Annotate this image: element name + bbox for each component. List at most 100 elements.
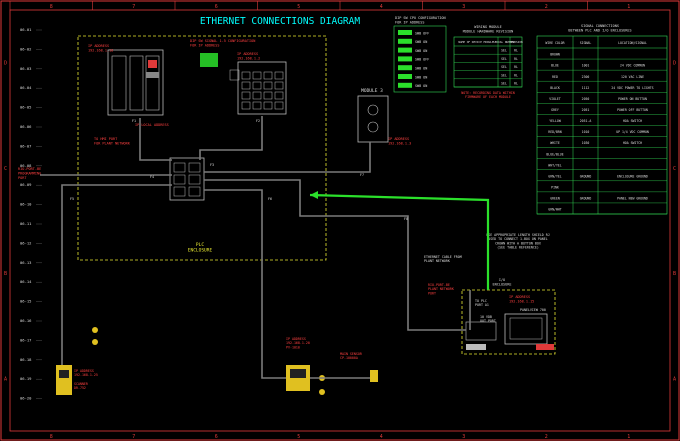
wiring-table-header: NAME OF DEVICE MODULE: [458, 40, 494, 44]
wiring-table-header: SERIAL NUMBER: [493, 40, 515, 44]
signal-table-cell: GROUND: [580, 197, 592, 201]
line-number: 06-15: [20, 299, 31, 304]
frame-col-bottom: 1: [627, 434, 630, 440]
switch-port: [252, 81, 262, 90]
frame-col-top: 5: [297, 4, 300, 10]
panelview-hmi: [504, 313, 548, 345]
wiring-table-frame: [453, 36, 523, 88]
line-number: 06-05: [20, 105, 31, 110]
frame-col-bottom: 6: [215, 434, 218, 440]
frame-col-bottom: 2: [545, 434, 548, 440]
signal-table-cell: GREY: [551, 108, 559, 112]
switch-port: [252, 71, 262, 80]
module-3-port-bottom: [367, 121, 379, 133]
switch-port: [241, 71, 251, 80]
line-number: 06-14: [20, 279, 32, 284]
scanner-body: [56, 365, 72, 395]
signal-table-cell: 1010: [582, 130, 590, 134]
frame-row-left: D: [4, 61, 7, 67]
frame-col-bottom: 5: [297, 434, 300, 440]
dip-switch-state: SWB ON: [415, 67, 427, 71]
patch-panel-ports: [173, 162, 201, 197]
signal-table-cell: RED/BRN: [548, 130, 562, 134]
signal-table-cell: POWER ON BUTTON: [618, 97, 647, 101]
patch-panel: [169, 157, 205, 201]
signal-table-cell: RED: [552, 75, 558, 79]
signal-table-cell: 2300: [582, 75, 590, 79]
signal-table-cell: BLUE/BLUE: [546, 152, 563, 156]
signal-table-cell: HOA SWITCH: [623, 119, 642, 123]
frame-row-right: A: [673, 376, 676, 382]
signal-table-cell: BLUE: [551, 64, 559, 68]
drive-connector-2: [319, 389, 325, 395]
line-number: 06-16: [20, 318, 32, 323]
cable-switch-to-patch: [199, 116, 263, 160]
switch-port: [274, 71, 284, 80]
dip-switch-state: SWB ON: [415, 40, 427, 44]
dip-switch-block: [200, 53, 218, 67]
signal-table-cell: HOA SWITCH: [623, 141, 642, 145]
signal-table-cell: 120 VAC LINE: [621, 75, 644, 79]
line-number: 06-17: [20, 337, 31, 342]
diagram-title: ETHERNET CONNECTIONS DIAGRAM: [200, 16, 360, 27]
frame-col-bottom: 7: [132, 434, 135, 440]
switch-port: [263, 81, 273, 90]
switch-port: [263, 101, 273, 110]
sensor-body: [370, 370, 378, 382]
scanner-connector-1: [92, 327, 98, 333]
ethernet-switch: [237, 61, 287, 115]
line-number: 06-02: [20, 46, 31, 51]
io-power-block: [536, 344, 554, 350]
scanner-window: [59, 370, 69, 378]
cable-plc-to-patch: [139, 118, 172, 161]
line-number: 06-06: [20, 124, 32, 129]
frame-col-top: 1: [627, 4, 630, 10]
green-cable-arrow: [310, 191, 318, 199]
line-number: 06-04: [20, 85, 32, 90]
cable-tag: F8: [404, 217, 408, 221]
module-3-body: [357, 95, 389, 143]
dip-switch-state: SWB OFF: [415, 58, 429, 62]
wiring-table-cell: RL: [514, 73, 518, 77]
line-number: 06-19: [20, 376, 32, 381]
dip-switch-state: SWB ON: [415, 49, 427, 53]
cable-tag: F5: [70, 197, 74, 201]
frame-row-right: B: [673, 271, 676, 277]
wiring-table-cell: SEL: [501, 82, 507, 86]
plc-module-2: [145, 55, 160, 111]
line-number-column: 06-0106-0206-0306-0406-0506-0606-0706-08…: [20, 27, 42, 401]
dip-switch-graphic: [398, 38, 412, 44]
panelview-screen: [509, 317, 543, 340]
signal-table-cell: WHITE: [550, 141, 560, 145]
frame-col-top: 6: [215, 4, 218, 10]
signal-table-cell: 1112: [582, 86, 590, 90]
line-number: 06-09: [20, 182, 32, 187]
signal-table-cell: POWER OFF BUTTON: [617, 108, 648, 112]
line-number: 06-11: [20, 221, 32, 226]
dip-switch-graphic: [398, 56, 412, 62]
dip-switch-state: SWB ON: [415, 84, 427, 88]
signal-table-header: LOCATION/SIGNAL: [618, 41, 647, 45]
switch-port: [263, 91, 273, 100]
frame-col-bottom: 8: [50, 434, 53, 440]
signal-table-cell: GRN/WHT: [548, 208, 562, 212]
cable-patch-to-module3: [204, 142, 371, 173]
